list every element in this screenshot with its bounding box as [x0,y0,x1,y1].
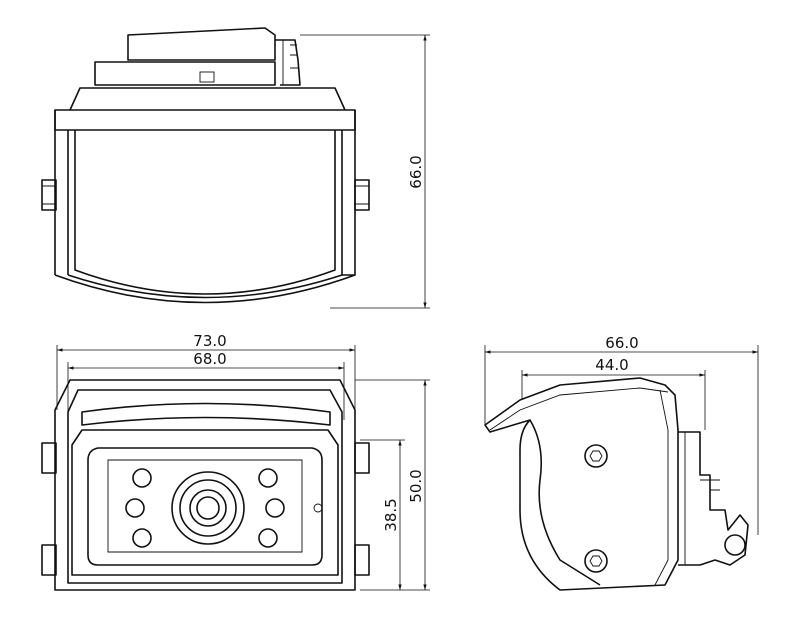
bracket-height-label: 38.5 [382,498,400,531]
overall-width-label: 73.0 [193,332,226,350]
top-height-dimension: 66.0 [300,34,430,309]
top-view-height-label: 66.0 [407,155,425,188]
inner-width-label: 68.0 [193,350,226,368]
side-view [484,377,749,591]
top-view [41,27,370,304]
front-height-label: 50.0 [407,469,425,502]
front-dimensions: 73.0 68.0 50.0 38.5 [56,332,430,591]
body-depth-label: 44.0 [595,356,628,374]
front-view [41,379,370,591]
side-depth-label: 66.0 [605,334,638,352]
side-dimensions: 66.0 44.0 [484,334,759,535]
